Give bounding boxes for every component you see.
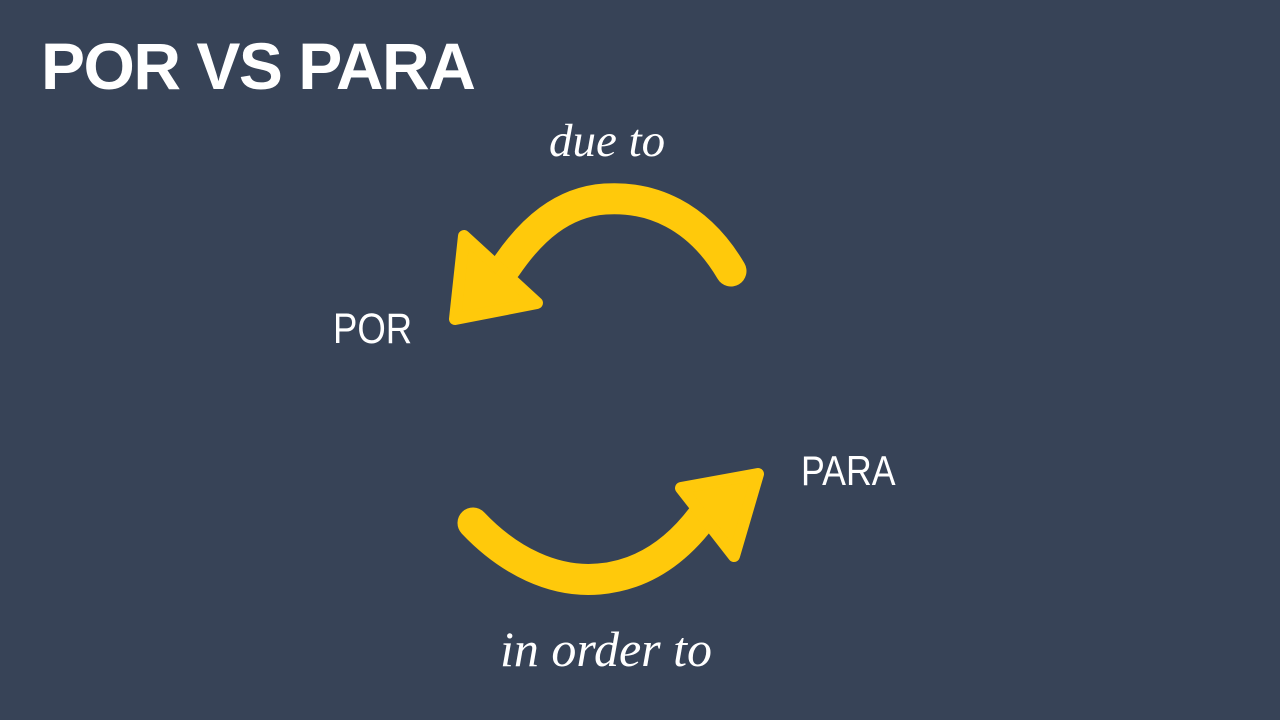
arrow-top-head (449, 230, 543, 325)
term-para: PARA (801, 447, 896, 494)
label-due-to: due to (549, 115, 666, 167)
curved-arrow-in-order-to-icon (457, 468, 764, 595)
arrow-bottom-arc (457, 497, 721, 595)
arrow-bottom-head (675, 468, 764, 562)
curved-arrow-due-to-icon (449, 183, 747, 325)
page-title: POR VS PARA (41, 29, 476, 103)
term-por: POR (333, 305, 413, 353)
arrow-top-arc (490, 183, 747, 287)
label-in-order-to: in order to (500, 621, 713, 677)
